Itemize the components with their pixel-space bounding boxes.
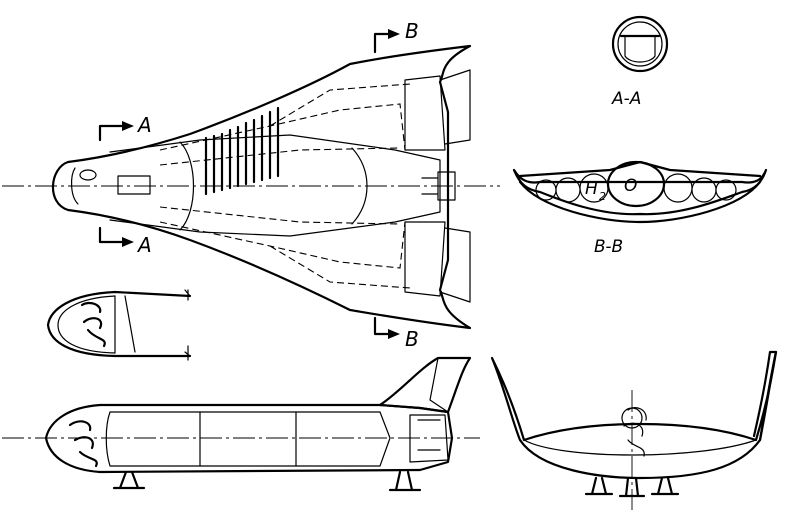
section-bb-h2-tank-3 [535, 179, 557, 201]
section-aa-inner [617, 21, 663, 67]
plan-cockpit-window [79, 169, 97, 181]
front-nose-hatch [621, 407, 643, 429]
side-cargo-bay [105, 411, 391, 467]
section-bb-outline [512, 168, 768, 216]
cut-marker-b-bottom [373, 316, 390, 336]
plan-hatched-section [204, 106, 280, 196]
section-aa-seat [624, 35, 656, 63]
section-aa-title: A-A [611, 89, 641, 109]
plan-elevon-lower [439, 227, 471, 303]
section-bb-top-edge [518, 160, 762, 178]
cut-arrow-b-bottom [388, 329, 400, 339]
cut-marker-b-top [373, 32, 390, 54]
plan-outline [51, 44, 472, 330]
plan-tank-dashes-upper [159, 83, 411, 166]
nose-detail-cut-lines [184, 289, 191, 361]
side-nose-gear [112, 470, 146, 490]
plan-hatch [117, 175, 151, 195]
front-view [490, 350, 778, 510]
nose-detail-frame [114, 295, 136, 354]
tank-label-h2-subscript: 2 [599, 190, 606, 203]
section-bb-title: B-B [594, 237, 623, 257]
front-hull-inner [523, 439, 757, 456]
side-fuselage-outline [44, 403, 454, 474]
section-aa-view: A-A [611, 15, 669, 109]
section-label-a-bottom: A [136, 233, 152, 257]
side-main-gear [388, 470, 422, 492]
plan-bulkhead-2 [351, 147, 368, 225]
side-view [2, 356, 480, 492]
cut-arrow-a-top [122, 121, 134, 131]
plan-elevon-upper [439, 69, 471, 145]
section-aa-outer [611, 15, 669, 73]
tank-label-h2: H [585, 179, 598, 199]
plan-view: A A B B [2, 19, 500, 351]
plan-tail-nozzles [421, 171, 456, 201]
plan-nose-arc [71, 167, 79, 205]
section-label-b-bottom: B [405, 327, 419, 351]
cut-arrow-a-bottom [122, 237, 134, 247]
plan-engine-upper [404, 75, 446, 151]
side-tail-fin [378, 356, 472, 414]
section-bb-h2-tank-4 [663, 173, 693, 203]
nose-detail-view [46, 289, 192, 361]
plan-tank-dashes-lower [159, 206, 411, 289]
side-tail-rudder [429, 357, 449, 413]
plan-bulkhead-1 [179, 141, 194, 231]
section-bb-h2-tank-6 [715, 179, 737, 201]
plan-inner-body [109, 134, 441, 237]
front-fuselage-outline [490, 350, 778, 480]
front-right-fin [752, 350, 778, 442]
nose-detail-outline [46, 290, 192, 358]
nose-detail-crew [80, 301, 106, 348]
section-bb-view: H 2 O B-B [512, 160, 768, 257]
nose-detail-inner [57, 295, 116, 354]
plan-engine-lower [404, 221, 446, 297]
cut-marker-a-top [98, 124, 124, 142]
front-nose-gear [618, 476, 646, 498]
front-left-gear [584, 476, 614, 496]
side-nose-crew [68, 420, 98, 468]
cut-arrow-b-top [388, 29, 400, 39]
tank-label-o: O [624, 176, 637, 196]
front-right-gear [650, 476, 680, 496]
side-engine-detail [409, 414, 449, 463]
front-nose-crew [623, 407, 647, 457]
cut-marker-a-bottom [98, 226, 124, 244]
section-label-b-top: B [405, 19, 419, 43]
section-bb-hull [518, 180, 762, 224]
section-label-a-top: A [136, 113, 152, 137]
